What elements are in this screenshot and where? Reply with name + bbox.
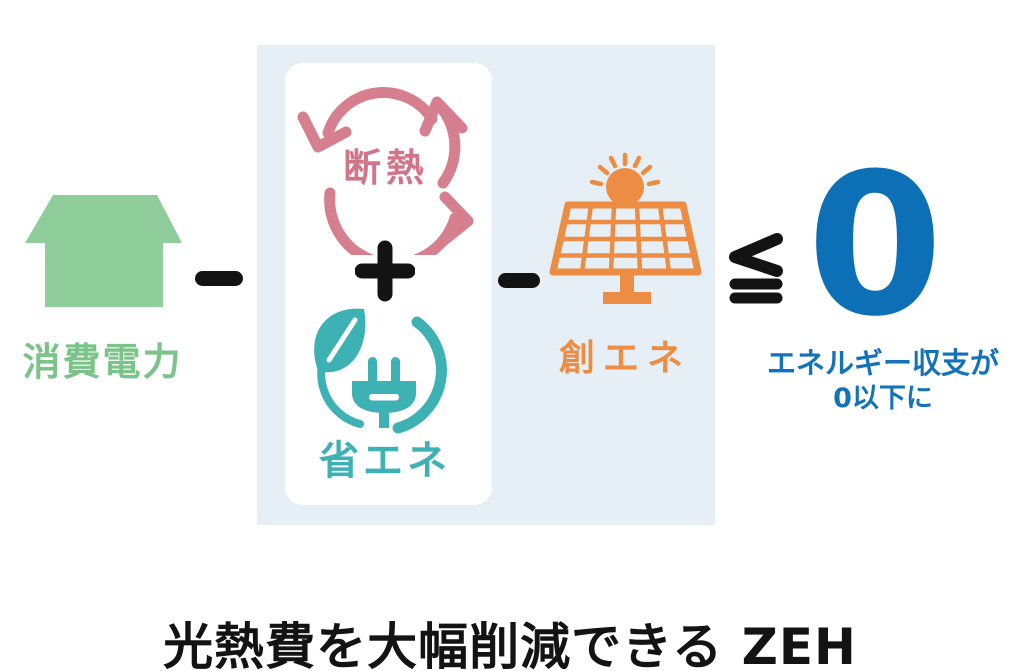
less-than-or-equal-icon — [729, 233, 783, 304]
consumption-label: 消費電力 — [22, 340, 183, 384]
house-icon — [25, 195, 182, 307]
cycle-arrows-icon — [297, 87, 474, 255]
energy-saving-label: 省エネ — [319, 438, 451, 484]
minus-operator-2 — [498, 273, 540, 288]
result-caption-line2: 0以下に — [833, 382, 933, 414]
zero-value: 0 — [806, 132, 944, 360]
result-caption-line1: エネルギー収支が — [766, 346, 999, 380]
minus-operator-1 — [195, 271, 243, 286]
plus-operator — [355, 240, 415, 302]
result-caption: エネルギー収支が 0以下に — [758, 346, 1008, 416]
leaf-plug-icon — [314, 308, 447, 434]
solar-panel-icon — [549, 152, 702, 304]
insulation-label: 断熱 — [342, 146, 429, 190]
page-title: 光熱費を大幅削減できる ZEH — [163, 618, 857, 671]
energy-creation-label: 創エネ — [558, 338, 691, 379]
